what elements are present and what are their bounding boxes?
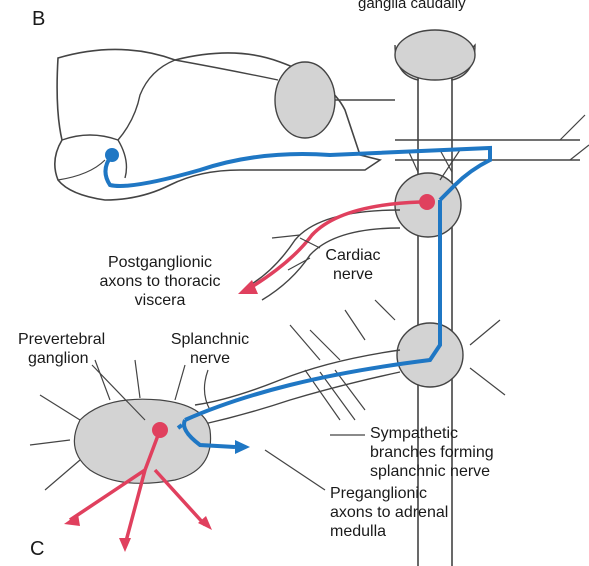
panel-label-c: C xyxy=(30,540,44,559)
splanchnic-nerve-label: Splanchnic nerve xyxy=(160,330,260,368)
sympathetic-branches-label: Sympathetic branches forming splanchnic … xyxy=(370,424,494,481)
preganglionic-axons-label: Preganglionic axons to adrenal medulla xyxy=(330,484,448,541)
preganglionic-cell-body xyxy=(105,148,119,162)
chain-ganglion-cell-body xyxy=(419,194,435,210)
top-clipped-label: ganglia caudally xyxy=(358,0,466,13)
spinal-cord-outline xyxy=(55,49,380,200)
prevertebral-ganglion-label: Prevertebral ganglion xyxy=(18,330,105,368)
postganglionic-label: Postganglionic axons to thoracic viscera xyxy=(60,253,260,310)
lower-chain-ganglion xyxy=(397,323,463,387)
preganglionic-leader xyxy=(265,450,325,490)
cardiac-nerve-label: Cardiac nerve xyxy=(318,246,388,284)
adrenal-arrowhead xyxy=(235,440,250,454)
panel-label-b: B xyxy=(32,10,45,29)
dorsal-root-ganglion xyxy=(275,62,335,138)
